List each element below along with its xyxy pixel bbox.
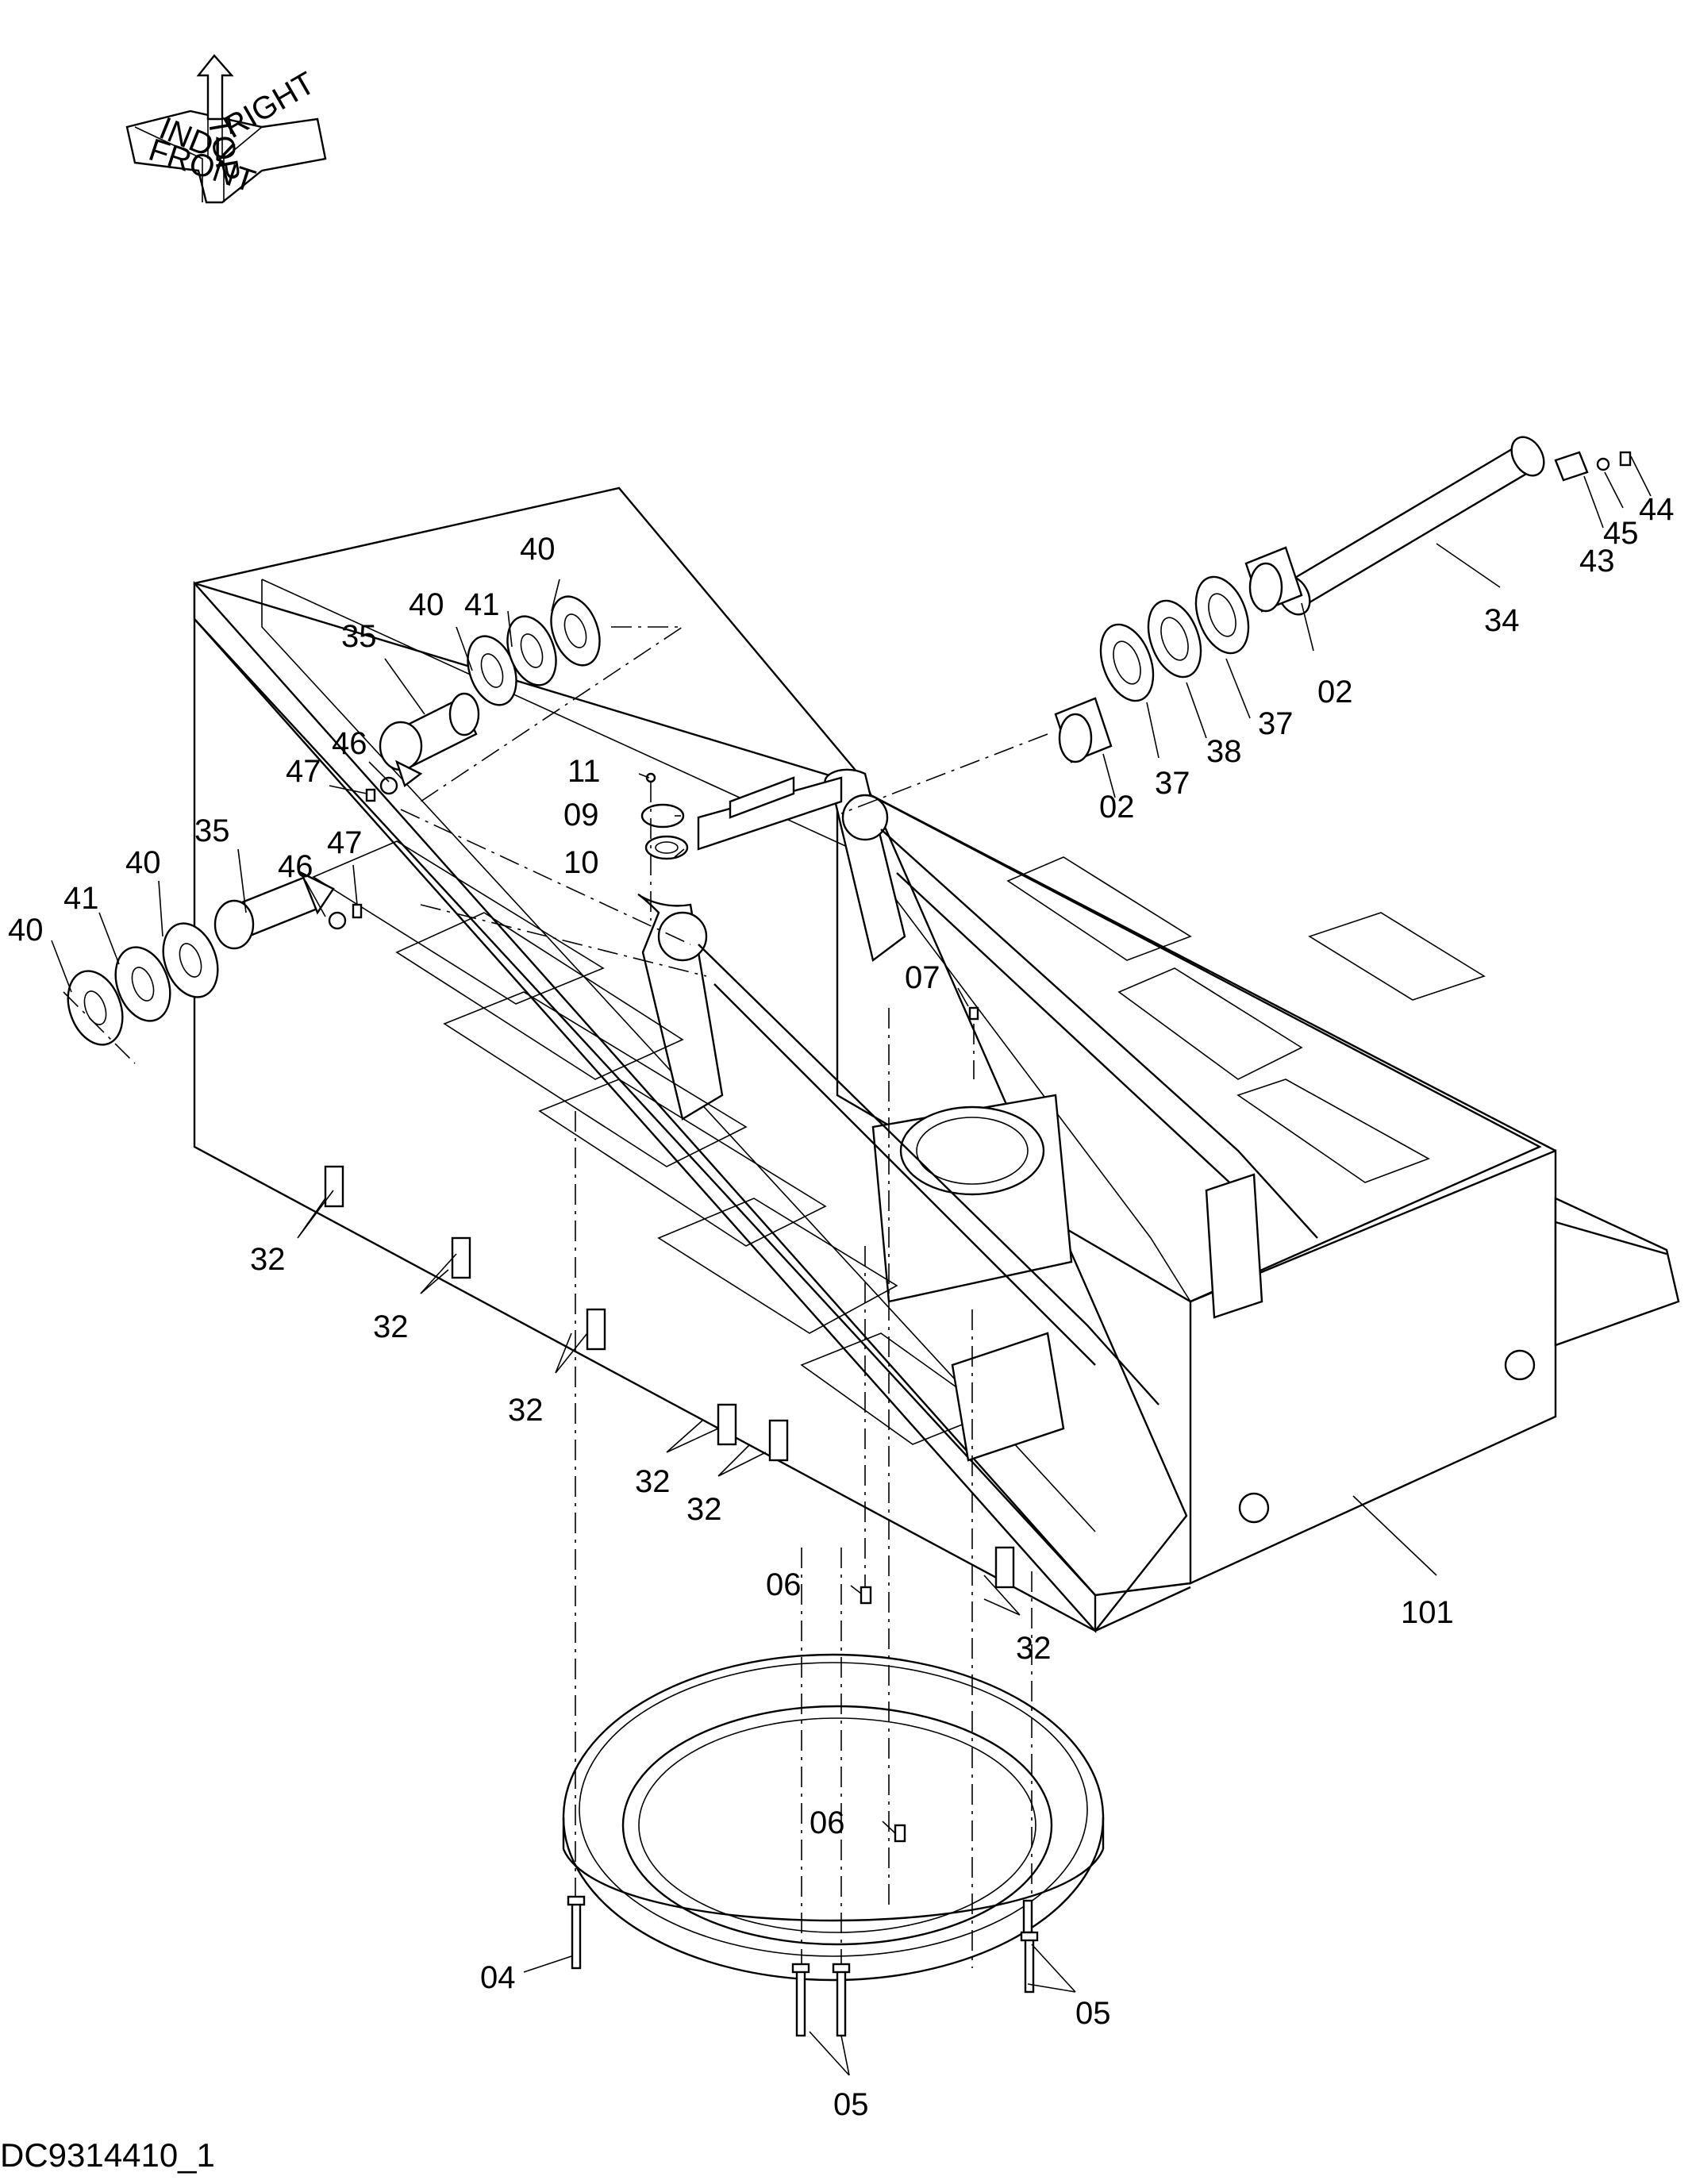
bracket-32-f: [994, 1546, 1015, 1589]
callout-06-a: 06: [766, 1567, 802, 1602]
bolt-05-c: [1022, 1899, 1033, 1934]
callout-101: 101: [1401, 1595, 1454, 1630]
callout-40-c: 40: [125, 845, 161, 880]
callout-32-b: 32: [373, 1309, 409, 1344]
leader-lines: [51, 456, 1652, 2076]
orientation-badge: INDV TOP RIGHT FRONT: [125, 54, 327, 204]
callout-10: 10: [563, 845, 599, 880]
callout-40-b: 40: [409, 587, 444, 622]
bolt-05-b: [836, 1967, 847, 2037]
callout-labels: 101 34 02 02 37 38 37 43 45 44 35 40 41 …: [8, 492, 1675, 2122]
callout-47-b: 47: [327, 825, 363, 860]
callout-40-a: 40: [520, 532, 556, 567]
bracket-32-b: [451, 1236, 471, 1279]
callout-05-a: 05: [1075, 1996, 1111, 2031]
callout-44: 44: [1639, 492, 1675, 527]
swing-bearing-ring: [562, 1008, 1105, 1982]
pin-35-lower-assembly: [63, 871, 707, 1064]
bolts-group: [567, 1895, 1039, 2037]
bolt-04: [571, 1899, 582, 1970]
upper-frame: [193, 486, 1680, 1634]
callout-47-a: 47: [286, 754, 321, 789]
bracket-32-d: [717, 1403, 737, 1446]
callout-34: 34: [1484, 603, 1520, 638]
callout-37-b: 37: [1155, 766, 1190, 801]
callout-02-a: 02: [1317, 675, 1353, 709]
callout-32-a: 32: [250, 1242, 286, 1277]
callout-05-b: 05: [833, 2087, 869, 2122]
callout-32-c: 32: [508, 1393, 544, 1428]
callout-07: 07: [905, 960, 940, 995]
drawing-reference: DC9314410_1: [0, 2136, 215, 2174]
callout-40-d: 40: [8, 913, 44, 948]
callout-32-d: 32: [635, 1464, 671, 1499]
cover-plate-group: [640, 772, 979, 1079]
callout-09: 09: [563, 798, 599, 832]
callout-04: 04: [480, 1960, 516, 1995]
callout-46-a: 46: [332, 726, 367, 761]
pin-35-upper-assembly: [365, 595, 691, 945]
grease-nipple-06-a: [860, 1586, 872, 1605]
bracket-32-c: [586, 1308, 606, 1351]
callout-02-b: 02: [1099, 790, 1135, 825]
pin-34-assembly: [840, 436, 1632, 814]
callout-06-b: 06: [810, 1805, 845, 1840]
grease-nipple-06-b: [894, 1824, 906, 1843]
callout-38: 38: [1206, 734, 1242, 769]
bracket-32-a: [324, 1165, 344, 1208]
callout-37-a: 37: [1258, 706, 1294, 741]
callout-35-b: 35: [194, 813, 230, 848]
bracket-32-e: [768, 1419, 789, 1462]
callout-41-b: 41: [63, 881, 99, 916]
callout-41-a: 41: [464, 587, 500, 622]
callout-45: 45: [1603, 516, 1639, 551]
bolt-05-a: [795, 1967, 806, 2037]
callout-35-a: 35: [341, 619, 377, 654]
callout-46-b: 46: [278, 849, 313, 884]
callout-11: 11: [567, 754, 601, 789]
callout-32-e: 32: [686, 1492, 722, 1527]
callout-43: 43: [1579, 544, 1615, 579]
callout-32-f: 32: [1016, 1631, 1052, 1666]
